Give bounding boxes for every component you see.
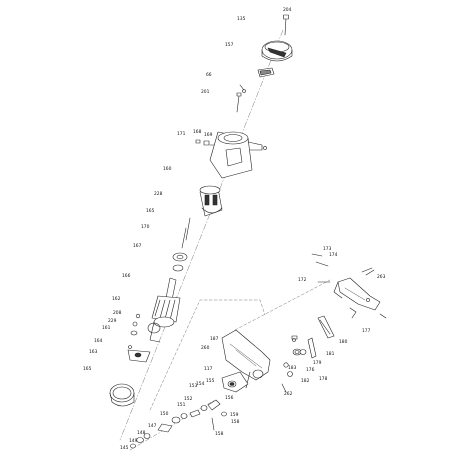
label-66: 66 [206, 73, 212, 78]
gear-housing-260 [221, 329, 271, 389]
label-180: 180 [339, 340, 348, 345]
screw-201 [236, 92, 242, 113]
motor-housing [209, 131, 267, 179]
label-145: 145 [120, 446, 129, 451]
label-153: 153 [189, 384, 198, 389]
rear-cover-135 [261, 40, 293, 62]
label-167: 167 [133, 244, 142, 249]
screw-173 [311, 253, 323, 257]
label-262: 262 [284, 392, 293, 397]
clip-168 [195, 139, 201, 144]
label-178: 178 [319, 377, 328, 382]
bearing-167 [172, 252, 188, 272]
label-135: 135 [237, 17, 246, 22]
label-228: 228 [154, 192, 163, 197]
label-152: 152 [184, 397, 193, 402]
plate-163 [127, 349, 151, 363]
label-160: 160 [163, 167, 172, 172]
clamp-180 [317, 315, 335, 339]
label-159: 159 [230, 413, 239, 418]
label-158b: 158 [231, 420, 240, 425]
screw-204 [283, 14, 289, 36]
screw-170 [181, 227, 187, 249]
label-263: 263 [377, 275, 386, 280]
label-117: 117 [204, 367, 213, 372]
label-176: 176 [306, 368, 315, 373]
label-164: 164 [94, 339, 103, 344]
parts-176 [299, 349, 307, 355]
label-174: 174 [329, 253, 338, 258]
label-161: 161 [102, 326, 111, 331]
label-165b: 165 [83, 367, 92, 372]
label-157: 157 [225, 43, 234, 48]
label-170: 170 [141, 225, 150, 230]
label-150: 150 [160, 412, 169, 417]
brush-holder-157 [257, 67, 275, 78]
label-229: 229 [108, 319, 117, 324]
label-187: 187 [210, 337, 219, 342]
label-181: 181 [326, 352, 335, 357]
parts-181 [291, 335, 298, 342]
center-axis-line [119, 29, 284, 441]
screw-165 [185, 217, 191, 241]
clip-169 [203, 140, 210, 146]
fan-ring-165 [109, 383, 135, 407]
arrow-right [379, 313, 387, 319]
part-161 [130, 330, 138, 336]
label-155: 155 [206, 379, 215, 384]
part-229 [132, 321, 138, 327]
label-165: 165 [146, 209, 155, 214]
part-164 [128, 345, 132, 349]
screw-174 [315, 261, 329, 267]
parts-182 [287, 371, 293, 377]
label-151: 151 [177, 403, 186, 408]
label-169: 169 [204, 133, 213, 138]
label-179: 179 [313, 361, 322, 366]
label-173: 173 [323, 247, 332, 252]
parts-183 [283, 362, 289, 368]
label-158: 158 [215, 432, 224, 437]
pin-263 [361, 267, 375, 276]
parts-262 [281, 383, 287, 393]
dashed-connector-line [149, 299, 266, 411]
label-148: 148 [137, 431, 146, 436]
label-208: 208 [113, 311, 122, 316]
label-166: 166 [122, 274, 131, 279]
label-171: 171 [177, 132, 186, 137]
label-147: 147 [148, 424, 157, 429]
dashed-connector-line-2 [234, 279, 331, 331]
label-156: 156 [225, 396, 234, 401]
label-177: 177 [362, 329, 371, 334]
label-154: 154 [196, 382, 205, 387]
part-208 [135, 313, 141, 319]
label-168: 168 [193, 130, 202, 135]
pin-66 [239, 84, 246, 93]
armature-166 [147, 277, 181, 343]
label-182: 182 [301, 379, 310, 384]
housing-117 [221, 371, 249, 393]
label-163: 163 [89, 350, 98, 355]
label-172: 172 [298, 278, 307, 283]
parts-178 [307, 337, 317, 359]
label-183: 183 [288, 366, 297, 371]
shaft-assembly [129, 399, 227, 451]
label-204: 204 [283, 8, 292, 13]
label-162: 162 [112, 297, 121, 302]
label-260: 260 [201, 346, 210, 351]
label-201: 201 [201, 90, 210, 95]
stator-160 [199, 185, 223, 217]
label-149: 149 [129, 439, 138, 444]
shoe-177 [333, 277, 381, 319]
